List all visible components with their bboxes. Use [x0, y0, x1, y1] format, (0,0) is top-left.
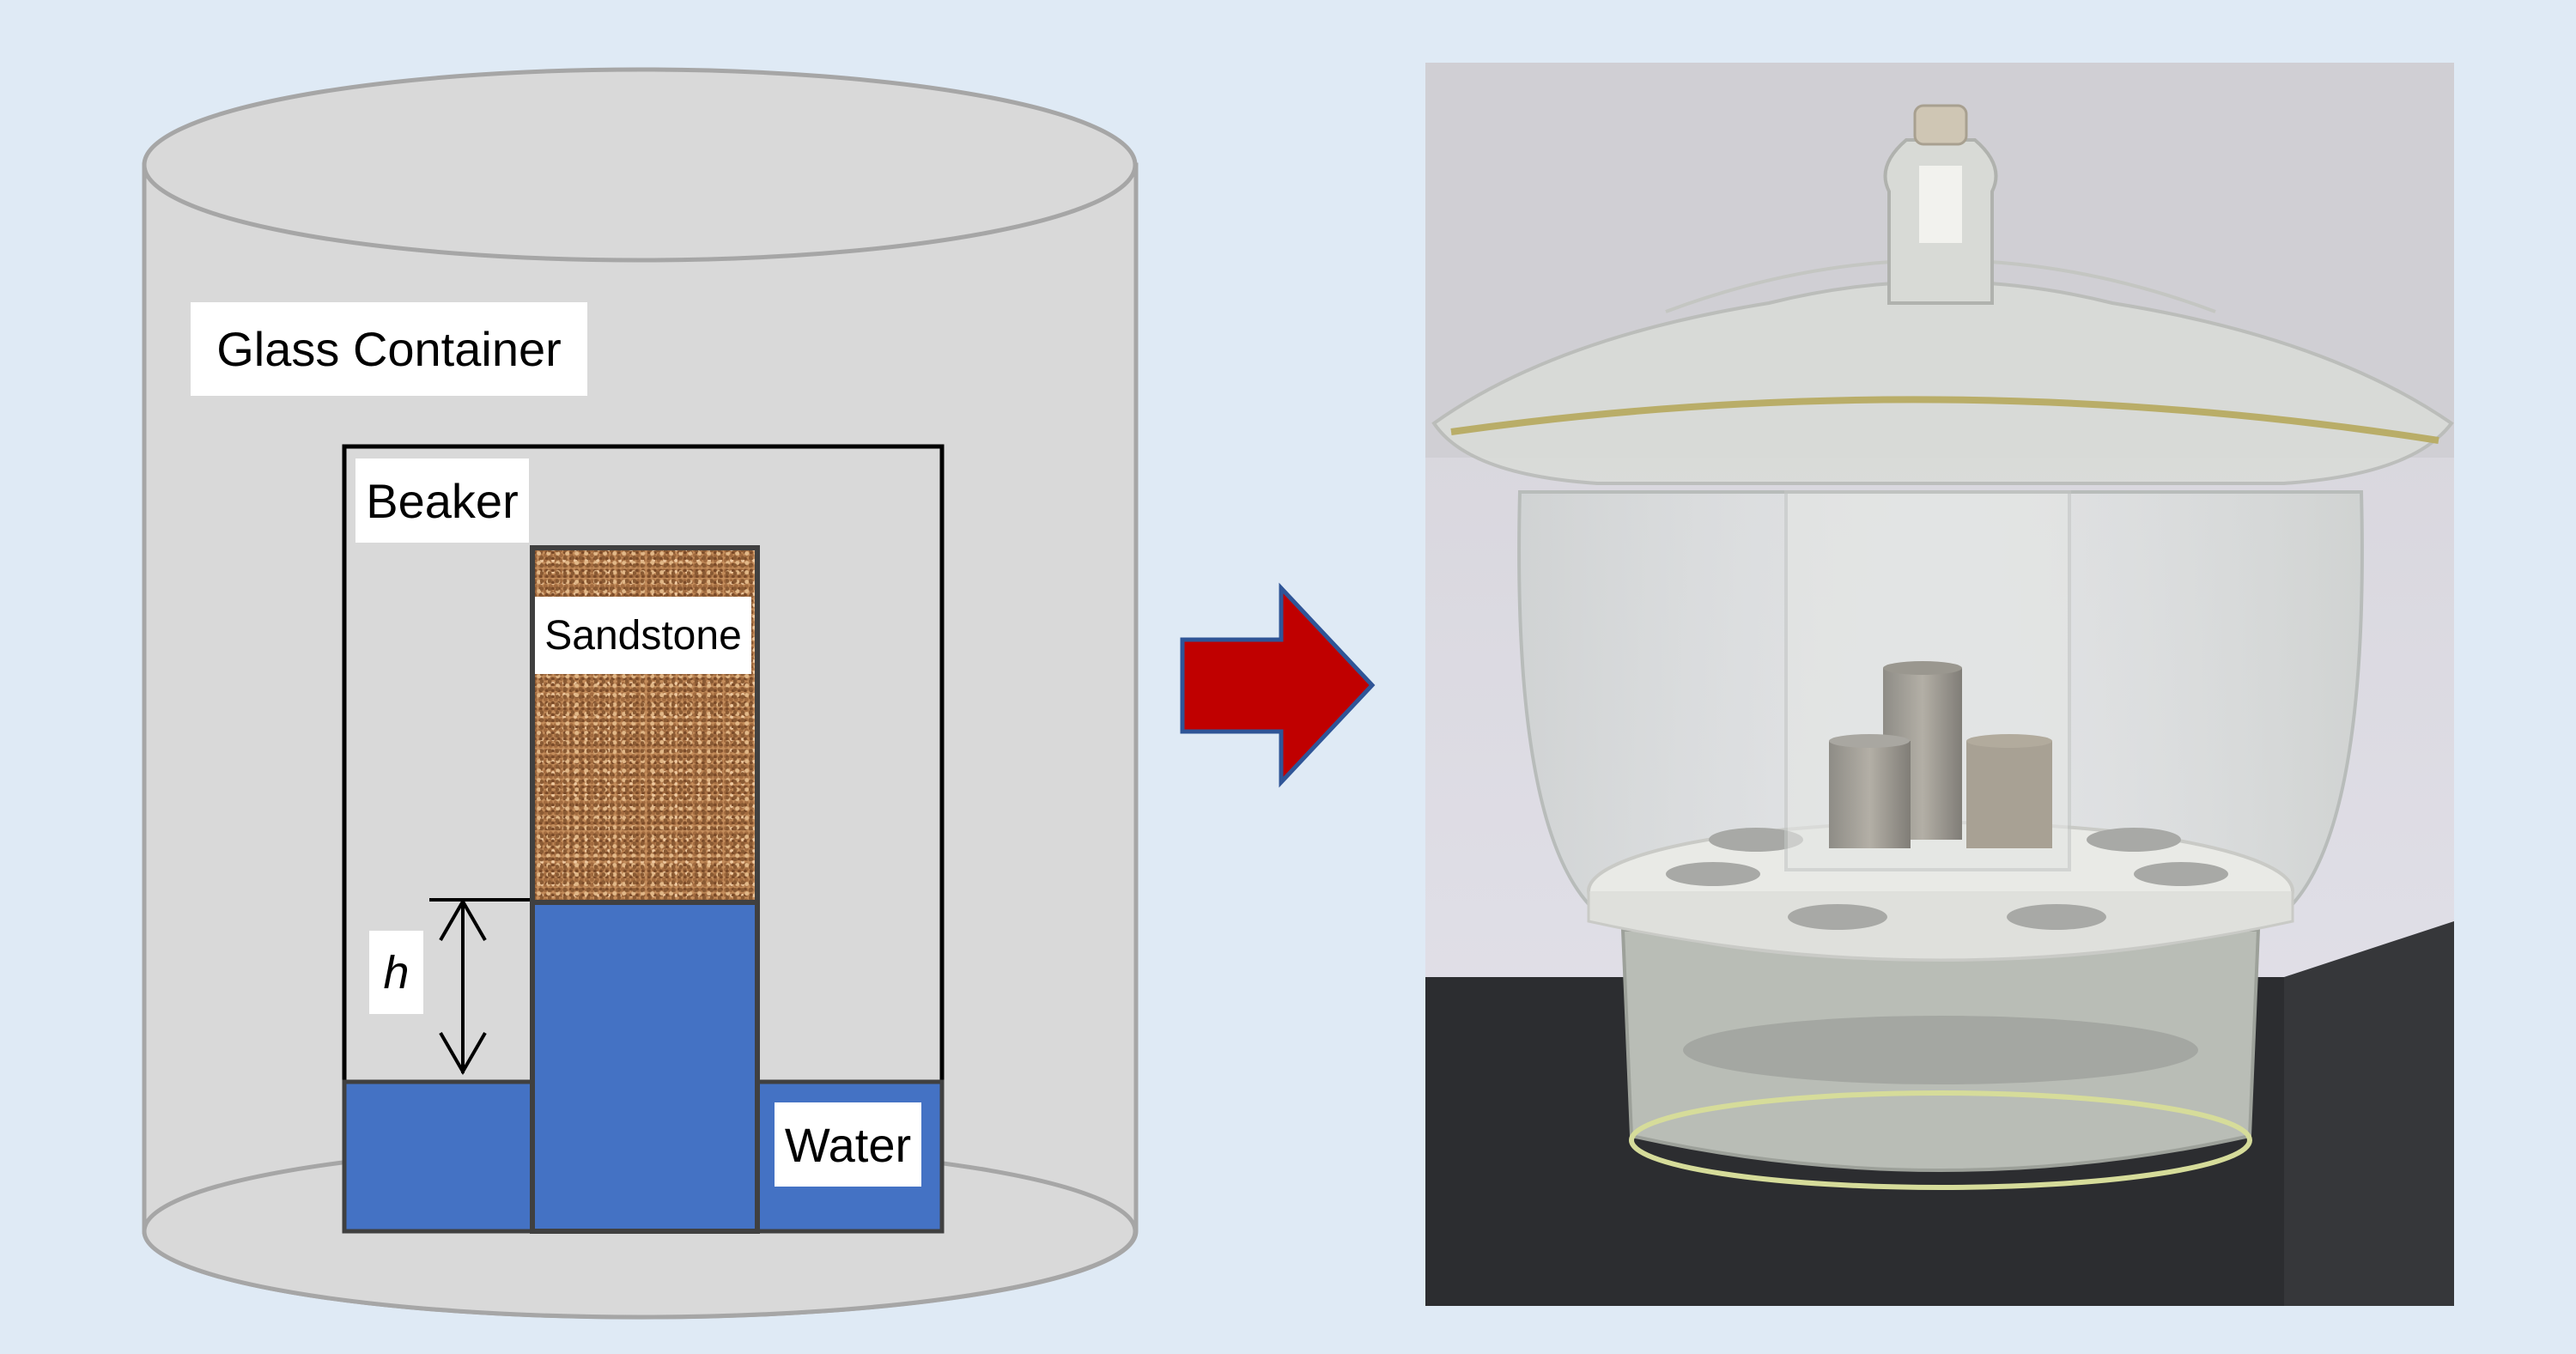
glass-container-label: Glass Container: [191, 302, 587, 396]
water-left: [342, 1079, 535, 1234]
desiccator-photo: [1425, 63, 2454, 1306]
beaker-label: Beaker: [355, 458, 529, 543]
water-label: Water: [775, 1102, 921, 1187]
sandstone-label: Sandstone: [535, 597, 751, 674]
height-dimension-arrow: [429, 898, 532, 1075]
height-label: h: [369, 931, 423, 1014]
right-arrow-icon: [1180, 582, 1376, 788]
water-in-sandstone: [530, 900, 760, 1234]
